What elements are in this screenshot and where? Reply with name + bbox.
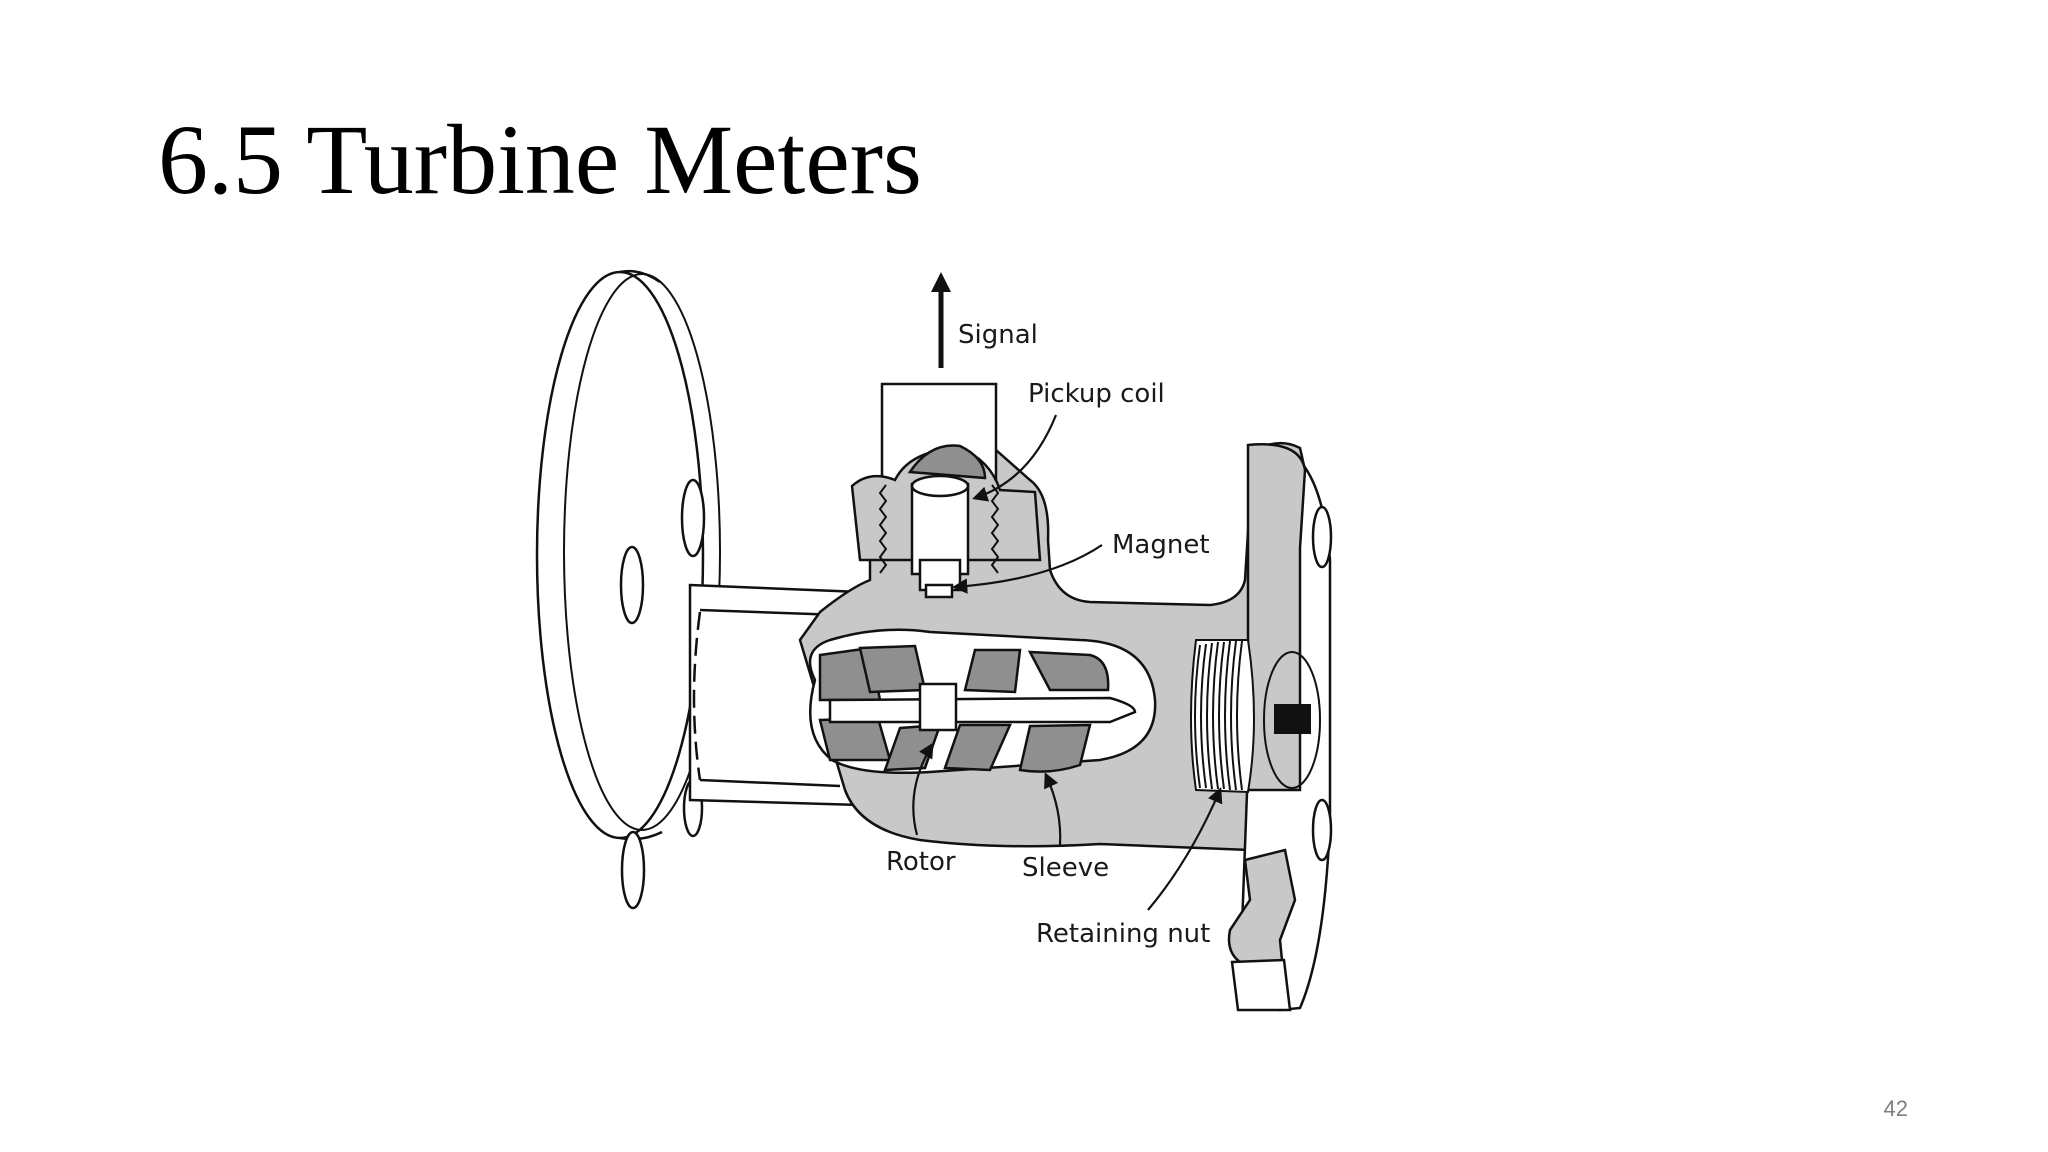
signal-arrow (931, 272, 951, 368)
pickup-housing (850, 382, 1042, 599)
label-retaining-nut: Retaining nut (1036, 919, 1210, 949)
retaining-nut-leader (1147, 787, 1223, 911)
label-rotor: Rotor (886, 847, 956, 877)
page-number: 42 (1883, 1096, 1908, 1121)
sleeve-leader (1044, 772, 1062, 846)
label-sleeve: Sleeve (1022, 853, 1109, 883)
slide-title: 6.5 Turbine Meters (158, 104, 922, 215)
label-magnet: Magnet (1112, 530, 1210, 560)
label-pickup-coil: Pickup coil (1028, 379, 1165, 409)
magnet-leader (951, 544, 1103, 594)
rotor-leader (912, 742, 934, 836)
retaining-nut (1190, 639, 1321, 794)
pickup-coil-leader (972, 414, 1058, 502)
leader-lines (912, 414, 1223, 911)
label-signal: Signal (958, 320, 1038, 350)
left-flange (535, 269, 721, 910)
